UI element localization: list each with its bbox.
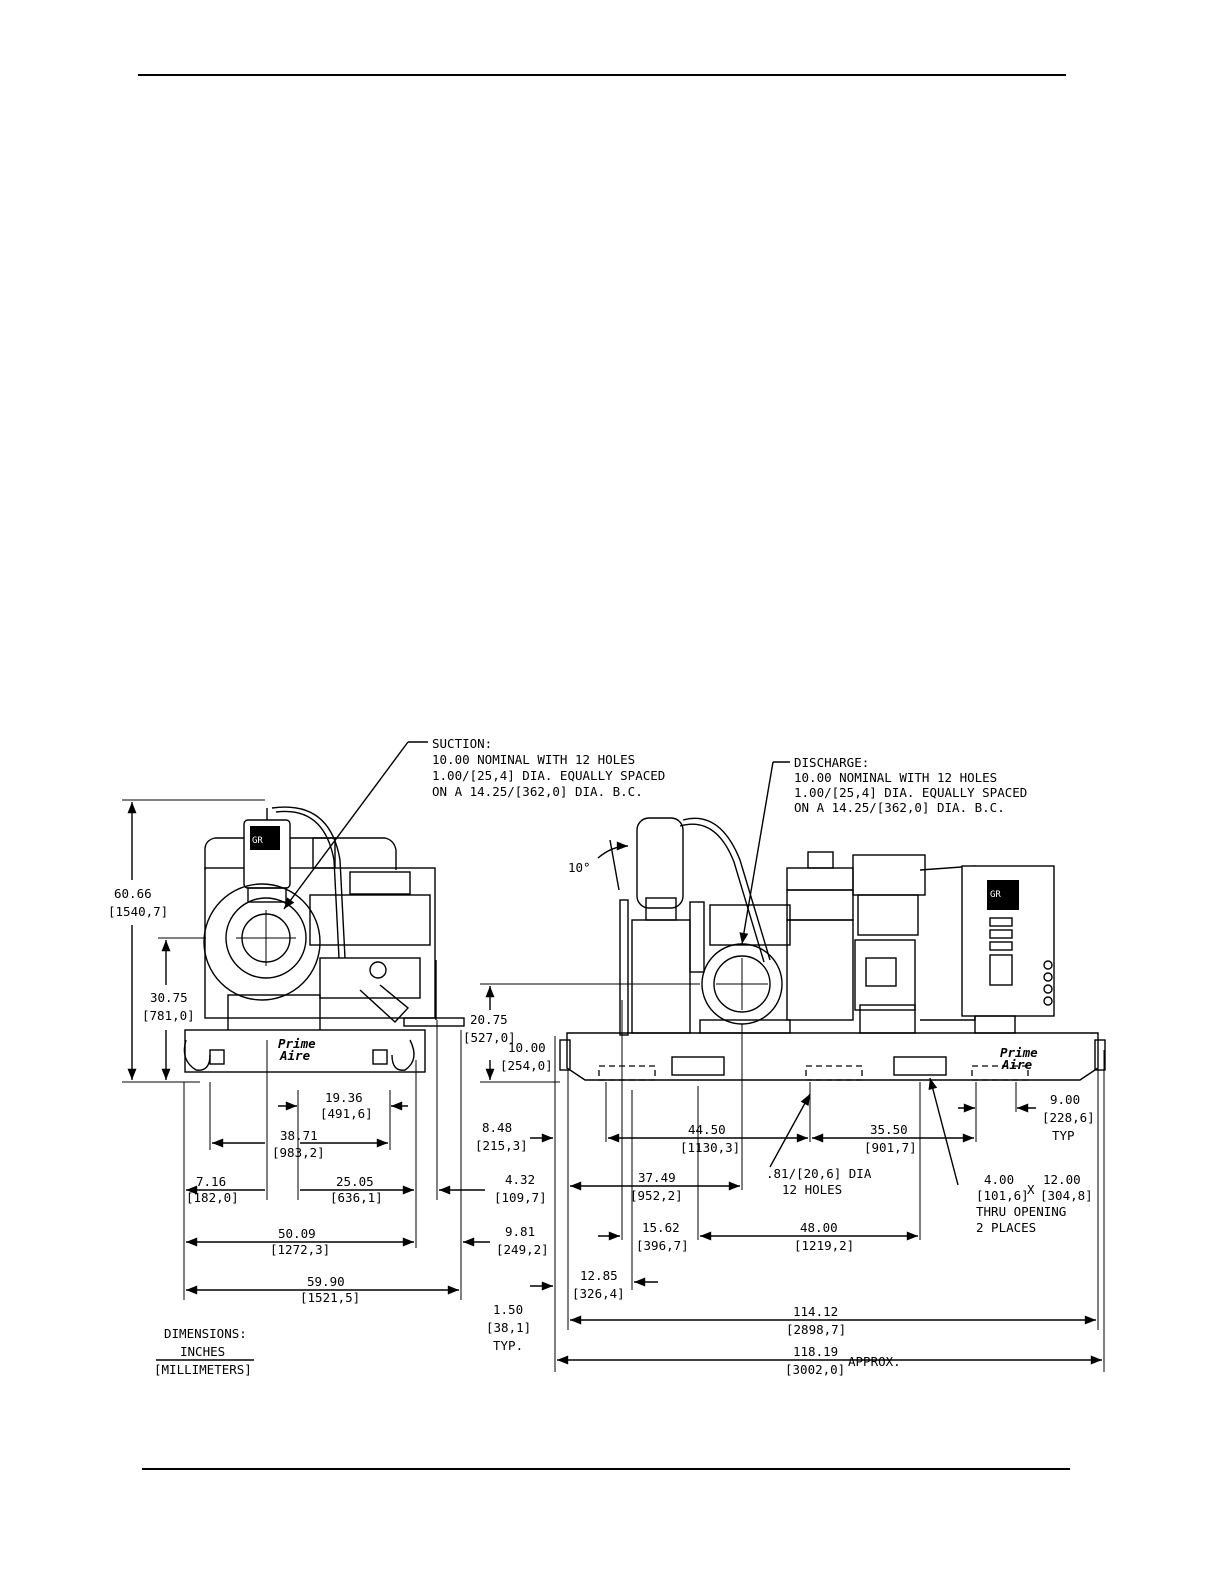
svg-text:10.00 NOMINAL WITH 12 HOLES: 10.00 NOMINAL WITH 12 HOLES <box>432 752 635 767</box>
svg-text:[MILLIMETERS]: [MILLIMETERS] <box>154 1362 252 1377</box>
svg-text:.81/[20,6] DIA: .81/[20,6] DIA <box>766 1166 872 1181</box>
svg-text:35.50: 35.50 <box>870 1122 908 1137</box>
svg-text:[38,1]: [38,1] <box>486 1320 531 1335</box>
discharge-note: DISCHARGE: 10.00 NOMINAL WITH 12 HOLES 1… <box>794 755 1027 815</box>
svg-text:10.00 NOMINAL WITH 12 HOLES: 10.00 NOMINAL WITH 12 HOLES <box>794 770 997 785</box>
svg-text:8.48: 8.48 <box>482 1120 512 1135</box>
svg-text:[1130,3]: [1130,3] <box>680 1140 740 1155</box>
opening-note: 4.00 X 12.00 [101,6] [304,8] THRU OPENIN… <box>976 1172 1093 1235</box>
svg-text:[1540,7]: [1540,7] <box>108 904 168 919</box>
svg-text:[527,0]: [527,0] <box>463 1030 516 1045</box>
svg-text:INCHES: INCHES <box>180 1344 225 1359</box>
svg-text:60.66: 60.66 <box>114 886 152 901</box>
svg-text:THRU OPENING: THRU OPENING <box>976 1204 1066 1219</box>
svg-text:[215,3]: [215,3] <box>475 1138 528 1153</box>
svg-text:[396,7]: [396,7] <box>636 1238 689 1253</box>
holes-note: .81/[20,6] DIA 12 HOLES <box>766 1166 872 1197</box>
svg-text:[326,4]: [326,4] <box>572 1286 625 1301</box>
aire-logo-left: Aire <box>279 1048 311 1063</box>
svg-text:15.62: 15.62 <box>642 1220 680 1235</box>
svg-text:48.00: 48.00 <box>800 1220 838 1235</box>
svg-text:38.71: 38.71 <box>280 1128 318 1143</box>
side-view: Prime Aire <box>559 817 1106 1081</box>
svg-text:10.00: 10.00 <box>508 1040 546 1055</box>
svg-text:9.81: 9.81 <box>505 1224 535 1239</box>
svg-text:1.50: 1.50 <box>493 1302 523 1317</box>
svg-text:59.90: 59.90 <box>307 1274 345 1289</box>
svg-text:[781,0]: [781,0] <box>142 1008 195 1023</box>
bottom-rule <box>142 1468 1070 1470</box>
svg-text:25.05: 25.05 <box>336 1174 374 1189</box>
svg-text:[101,6]: [101,6] <box>976 1188 1029 1203</box>
svg-text:X: X <box>1027 1182 1035 1197</box>
svg-text:[983,2]: [983,2] <box>272 1145 325 1160</box>
svg-text:DISCHARGE:: DISCHARGE: <box>794 755 869 770</box>
svg-text:[901,7]: [901,7] <box>864 1140 917 1155</box>
aire-logo-right: Aire <box>1001 1057 1033 1072</box>
svg-text:[2898,7]: [2898,7] <box>786 1322 846 1337</box>
units-legend: DIMENSIONS: INCHES [MILLIMETERS] <box>154 1326 254 1377</box>
svg-text:[1272,3]: [1272,3] <box>270 1242 330 1257</box>
svg-text:12 HOLES: 12 HOLES <box>782 1182 842 1197</box>
svg-text:118.19: 118.19 <box>793 1344 838 1359</box>
end-view: Prime Aire GR <box>183 806 465 1073</box>
svg-text:[1219,2]: [1219,2] <box>794 1238 854 1253</box>
svg-text:50.09: 50.09 <box>278 1226 316 1241</box>
svg-text:7.16: 7.16 <box>196 1174 226 1189</box>
svg-text:[254,0]: [254,0] <box>500 1058 553 1073</box>
svg-text:44.50: 44.50 <box>688 1122 726 1137</box>
svg-text:19.36: 19.36 <box>325 1090 363 1105</box>
angle-label: 10° <box>568 860 591 875</box>
svg-text:2 PLACES: 2 PLACES <box>976 1220 1036 1235</box>
svg-text:APPROX.: APPROX. <box>848 1354 901 1369</box>
svg-text:[3002,0]: [3002,0] <box>785 1362 845 1377</box>
svg-text:DIMENSIONS:: DIMENSIONS: <box>164 1326 247 1341</box>
svg-text:TYP: TYP <box>1052 1128 1075 1143</box>
svg-text:9.00: 9.00 <box>1050 1092 1080 1107</box>
svg-text:[1521,5]: [1521,5] <box>300 1290 360 1305</box>
prime-logo-left: Prime <box>278 1036 316 1051</box>
svg-text:[228,6]: [228,6] <box>1042 1110 1095 1125</box>
svg-text:4.00: 4.00 <box>984 1172 1014 1187</box>
svg-text:12.00: 12.00 <box>1043 1172 1081 1187</box>
leaders <box>283 741 959 1186</box>
svg-text:[182,0]: [182,0] <box>186 1190 239 1205</box>
svg-text:TYP.: TYP. <box>493 1338 523 1353</box>
svg-text:SUCTION:: SUCTION: <box>432 736 492 751</box>
svg-text:1.00/[25,4] DIA. EQUALLY SPACE: 1.00/[25,4] DIA. EQUALLY SPACED <box>794 785 1027 800</box>
prime-logo-right: Prime <box>1000 1045 1038 1060</box>
suction-note: SUCTION: 10.00 NOMINAL WITH 12 HOLES 1.0… <box>432 736 665 799</box>
svg-text:ON A 14.25/[362,0] DIA. B.C.: ON A 14.25/[362,0] DIA. B.C. <box>432 784 643 799</box>
svg-text:ON A 14.25/[362,0] DIA. B.C.: ON A 14.25/[362,0] DIA. B.C. <box>794 800 1005 815</box>
svg-text:30.75: 30.75 <box>150 990 188 1005</box>
gr-logo-right: GR <box>990 890 1001 900</box>
svg-text:[304,8]: [304,8] <box>1040 1188 1093 1203</box>
svg-text:4.32: 4.32 <box>505 1172 535 1187</box>
svg-text:[109,7]: [109,7] <box>494 1190 547 1205</box>
svg-text:[491,6]: [491,6] <box>320 1106 373 1121</box>
top-rule <box>138 74 1066 76</box>
svg-text:12.85: 12.85 <box>580 1268 618 1283</box>
svg-text:114.12: 114.12 <box>793 1304 838 1319</box>
svg-text:[952,2]: [952,2] <box>630 1188 683 1203</box>
svg-text:1.00/[25,4] DIA. EQUALLY SPACE: 1.00/[25,4] DIA. EQUALLY SPACED <box>432 768 665 783</box>
dimension-lines <box>122 799 1105 1372</box>
dimension-text: 60.66 [1540,7] 30.75 [781,0] 19.36 [491,… <box>108 886 1095 1377</box>
svg-text:20.75: 20.75 <box>470 1012 508 1027</box>
svg-text:37.49: 37.49 <box>638 1170 676 1185</box>
gr-logo-left: GR <box>252 836 263 846</box>
svg-text:[249,2]: [249,2] <box>496 1242 549 1257</box>
svg-text:[636,1]: [636,1] <box>330 1190 383 1205</box>
